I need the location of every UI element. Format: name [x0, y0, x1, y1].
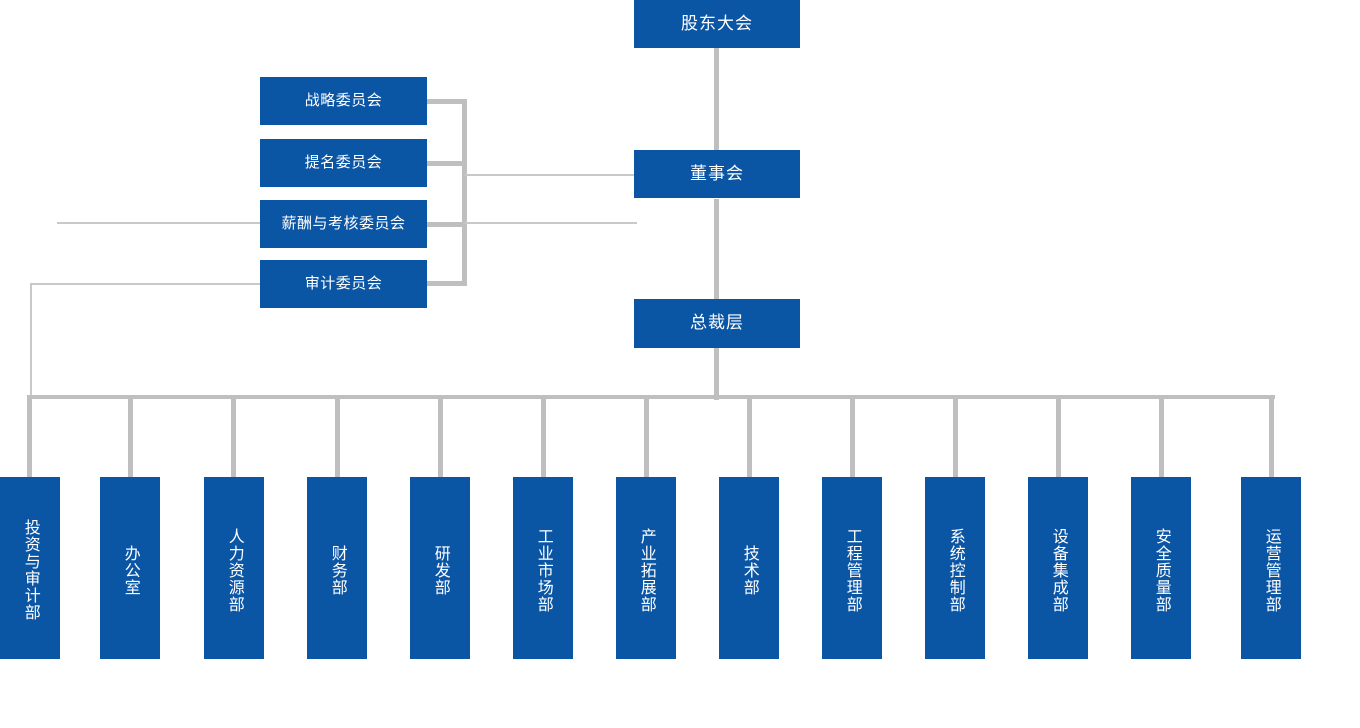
node-department-safety-quality[interactable]: 安全质量部	[1131, 477, 1191, 659]
connector-department-bus	[28, 395, 1275, 399]
node-shareholders-meeting-label: 股东大会	[681, 13, 753, 33]
connector-committee-1-stub	[427, 99, 467, 104]
node-department-equipment-integration[interactable]: 设备集成部	[1028, 477, 1088, 659]
node-department-equipment-integration-label: 设备集成部	[1049, 527, 1067, 613]
connector-department-drop-3	[231, 395, 236, 479]
node-department-system-control[interactable]: 系统控制部	[925, 477, 985, 659]
node-department-office-label: 办公室	[121, 544, 139, 596]
node-department-engineering-management-label: 工程管理部	[843, 527, 861, 613]
connector-department-drop-5	[438, 395, 443, 479]
node-department-office[interactable]: 办公室	[100, 477, 160, 659]
node-department-finance[interactable]: 财务部	[307, 477, 367, 659]
node-committee-audit[interactable]: 审计委员会	[260, 260, 427, 308]
node-department-research-development[interactable]: 研发部	[410, 477, 470, 659]
connector-department-drop-1	[27, 395, 32, 479]
connector-department-drop-8	[747, 395, 752, 479]
connector-compensation-left	[57, 222, 261, 224]
connector-compensation-right	[465, 222, 637, 224]
node-committee-nomination[interactable]: 提名委员会	[260, 139, 427, 187]
node-department-system-control-label: 系统控制部	[946, 527, 964, 613]
node-committee-strategy-label: 战略委员会	[304, 91, 383, 109]
connector-department-drop-7	[644, 395, 649, 479]
node-shareholders-meeting[interactable]: 股东大会	[634, 0, 800, 48]
connector-department-drop-11	[1056, 395, 1061, 479]
node-department-technology[interactable]: 技术部	[719, 477, 779, 659]
node-department-industrial-market[interactable]: 工业市场部	[513, 477, 573, 659]
node-committee-audit-label: 审计委员会	[304, 274, 383, 292]
connector-department-drop-13	[1269, 395, 1274, 479]
node-department-industry-expansion[interactable]: 产业拓展部	[616, 477, 676, 659]
connector-committee-4-stub	[427, 281, 467, 286]
node-board-of-directors-label: 董事会	[690, 163, 744, 183]
connector-committee-trunk	[462, 99, 467, 285]
node-department-operations-management[interactable]: 运营管理部	[1241, 477, 1301, 659]
node-department-human-resources-label: 人力资源部	[225, 527, 243, 613]
node-department-human-resources[interactable]: 人力资源部	[204, 477, 264, 659]
node-department-safety-quality-label: 安全质量部	[1152, 527, 1170, 613]
connector-department-drop-10	[953, 395, 958, 479]
connector-department-drop-2	[128, 395, 133, 479]
connector-committees-to-board	[465, 174, 635, 176]
node-president-layer-label: 总裁层	[690, 313, 744, 333]
node-department-finance-label: 财务部	[328, 544, 346, 596]
connector-shareholders-to-board	[714, 48, 719, 150]
connector-audit-left	[30, 283, 261, 285]
node-department-industrial-market-label: 工业市场部	[534, 527, 552, 613]
connector-department-drop-4	[335, 395, 340, 479]
connector-department-drop-6	[541, 395, 546, 479]
node-department-industry-expansion-label: 产业拓展部	[637, 527, 655, 613]
connector-audit-drop	[30, 283, 32, 397]
node-department-research-development-label: 研发部	[431, 544, 449, 596]
connector-committee-3-stub	[427, 222, 467, 227]
node-board-of-directors[interactable]: 董事会	[634, 150, 800, 198]
node-department-investment-audit-label: 投资与审计部	[21, 519, 39, 621]
node-department-technology-label: 技术部	[740, 544, 758, 596]
connector-department-drop-12	[1159, 395, 1164, 479]
node-committee-nomination-label: 提名委员会	[304, 153, 383, 171]
node-committee-compensation-label: 薪酬与考核委员会	[281, 214, 406, 232]
node-president-layer[interactable]: 总裁层	[634, 299, 800, 348]
node-department-investment-audit[interactable]: 投资与审计部	[0, 477, 60, 659]
connector-president-to-bus	[714, 348, 719, 400]
connector-board-to-president	[714, 199, 719, 299]
node-department-operations-management-label: 运营管理部	[1262, 527, 1280, 613]
node-committee-compensation[interactable]: 薪酬与考核委员会	[260, 200, 427, 248]
node-committee-strategy[interactable]: 战略委员会	[260, 77, 427, 125]
connector-department-drop-9	[850, 395, 855, 479]
node-department-engineering-management[interactable]: 工程管理部	[822, 477, 882, 659]
connector-committee-2-stub	[427, 161, 467, 166]
